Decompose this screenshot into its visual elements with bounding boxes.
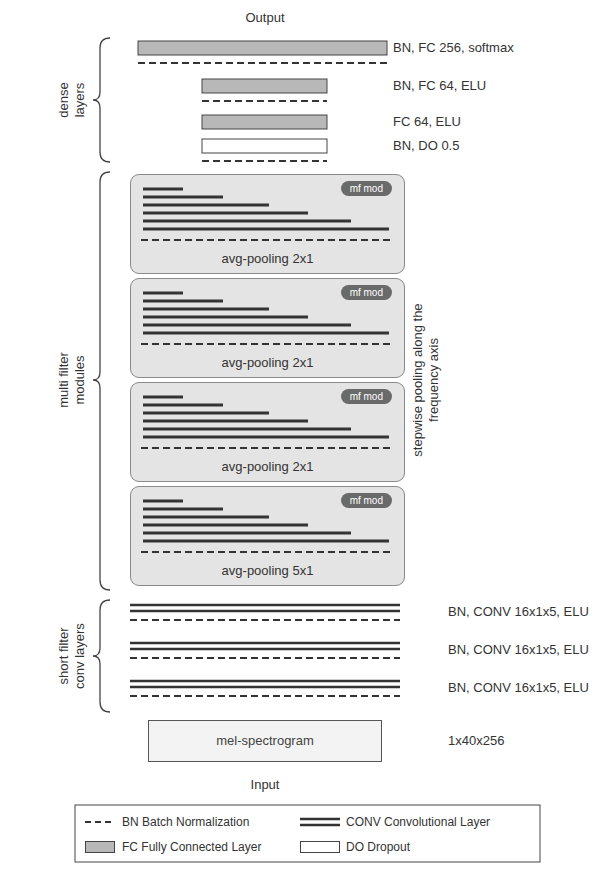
conv-line — [143, 436, 389, 439]
legend-swatch — [300, 841, 340, 853]
input-box-text: mel-spectrogram — [216, 733, 314, 749]
bracket — [93, 172, 110, 590]
conv-line — [143, 396, 183, 399]
layer-label: BN, CONV 16x1x5, ELU — [448, 604, 589, 620]
bn-line — [141, 447, 391, 449]
module-tag-text: mf mod — [350, 495, 383, 506]
conv-line — [143, 188, 183, 191]
conv-line — [143, 324, 351, 327]
conv-line — [143, 212, 308, 215]
module-tag-text: mf mod — [350, 183, 383, 194]
bn-line — [141, 239, 391, 241]
bn-line — [202, 100, 327, 102]
module-tag: mf mod — [341, 389, 392, 404]
side-note: stepwise pooling along the frequency axi… — [410, 298, 442, 463]
input-label: Input — [251, 777, 280, 793]
legend-conv-sample — [300, 824, 340, 827]
conv-line — [143, 308, 269, 311]
conv-layers — [130, 605, 400, 696]
legend-swatch — [85, 841, 115, 853]
group-label: multi filter modules — [56, 330, 88, 430]
conv-line — [143, 300, 223, 303]
conv-line — [143, 332, 389, 335]
conv-line — [143, 404, 223, 407]
layer-label: BN, CONV 16x1x5, ELU — [448, 642, 589, 658]
bn-line — [141, 551, 391, 553]
legend-text: CONV Convolutional Layer — [346, 814, 490, 830]
conv-line — [143, 196, 223, 199]
bracket — [93, 600, 110, 712]
filter-module: avg-pooling 2x1 mf mod — [130, 278, 405, 378]
bracket — [93, 38, 110, 162]
filter-module: avg-pooling 2x1 mf mod — [130, 382, 405, 482]
layer-label: FC 64, ELU — [393, 114, 461, 130]
filter-module: avg-pooling 2x1 mf mod — [130, 174, 405, 274]
conv-line — [143, 220, 351, 223]
conv-line — [143, 412, 269, 415]
layer-label: BN, FC 64, ELU — [393, 78, 486, 94]
module-tag: mf mod — [341, 285, 392, 300]
fc-bar — [202, 79, 327, 93]
dropout-bar — [202, 139, 327, 153]
conv-line — [143, 532, 351, 535]
conv-line — [143, 228, 389, 231]
layer-label: BN, DO 0.5 — [393, 138, 459, 154]
conv-line — [143, 540, 389, 543]
conv-line — [143, 508, 223, 511]
module-tag: mf mod — [341, 181, 392, 196]
group-label: dense layers — [56, 70, 88, 130]
pooling-label: avg-pooling 2x1 — [131, 251, 404, 267]
fc-bar — [138, 41, 387, 55]
legend-text: DO Dropout — [346, 839, 410, 855]
conv-line — [143, 204, 269, 207]
layer-label: BN, FC 256, softmax — [393, 40, 514, 56]
module-tag-text: mf mod — [350, 287, 383, 298]
pooling-label: avg-pooling 2x1 — [131, 355, 404, 371]
conv-line — [143, 524, 308, 527]
conv-line — [143, 316, 308, 319]
module-tag-text: mf mod — [350, 391, 383, 402]
pooling-label: avg-pooling 5x1 — [131, 563, 404, 579]
bn-line — [202, 160, 327, 162]
input-box: mel-spectrogram — [148, 720, 382, 762]
filter-module: avg-pooling 5x1 mf mod — [130, 486, 405, 586]
input-shape: 1x40x256 — [448, 733, 504, 749]
conv-line — [143, 500, 183, 503]
legend-frame — [75, 805, 540, 862]
legend-conv-sample — [300, 818, 340, 821]
bn-line — [138, 62, 387, 64]
conv-line — [143, 516, 269, 519]
group-label: short filter conv layers — [56, 614, 88, 698]
fc-bar — [202, 115, 327, 129]
layer-label: BN, CONV 16x1x5, ELU — [448, 680, 589, 696]
legend-text: BN Batch Normalization — [122, 814, 249, 830]
pooling-label: avg-pooling 2x1 — [131, 459, 404, 475]
module-tag: mf mod — [341, 493, 392, 508]
conv-line — [143, 292, 183, 295]
bn-line — [141, 343, 391, 345]
conv-line — [143, 420, 308, 423]
output-label: Output — [245, 10, 284, 26]
legend-text: FC Fully Connected Layer — [122, 839, 261, 855]
conv-line — [143, 428, 351, 431]
legend-bn-sample — [85, 821, 115, 823]
